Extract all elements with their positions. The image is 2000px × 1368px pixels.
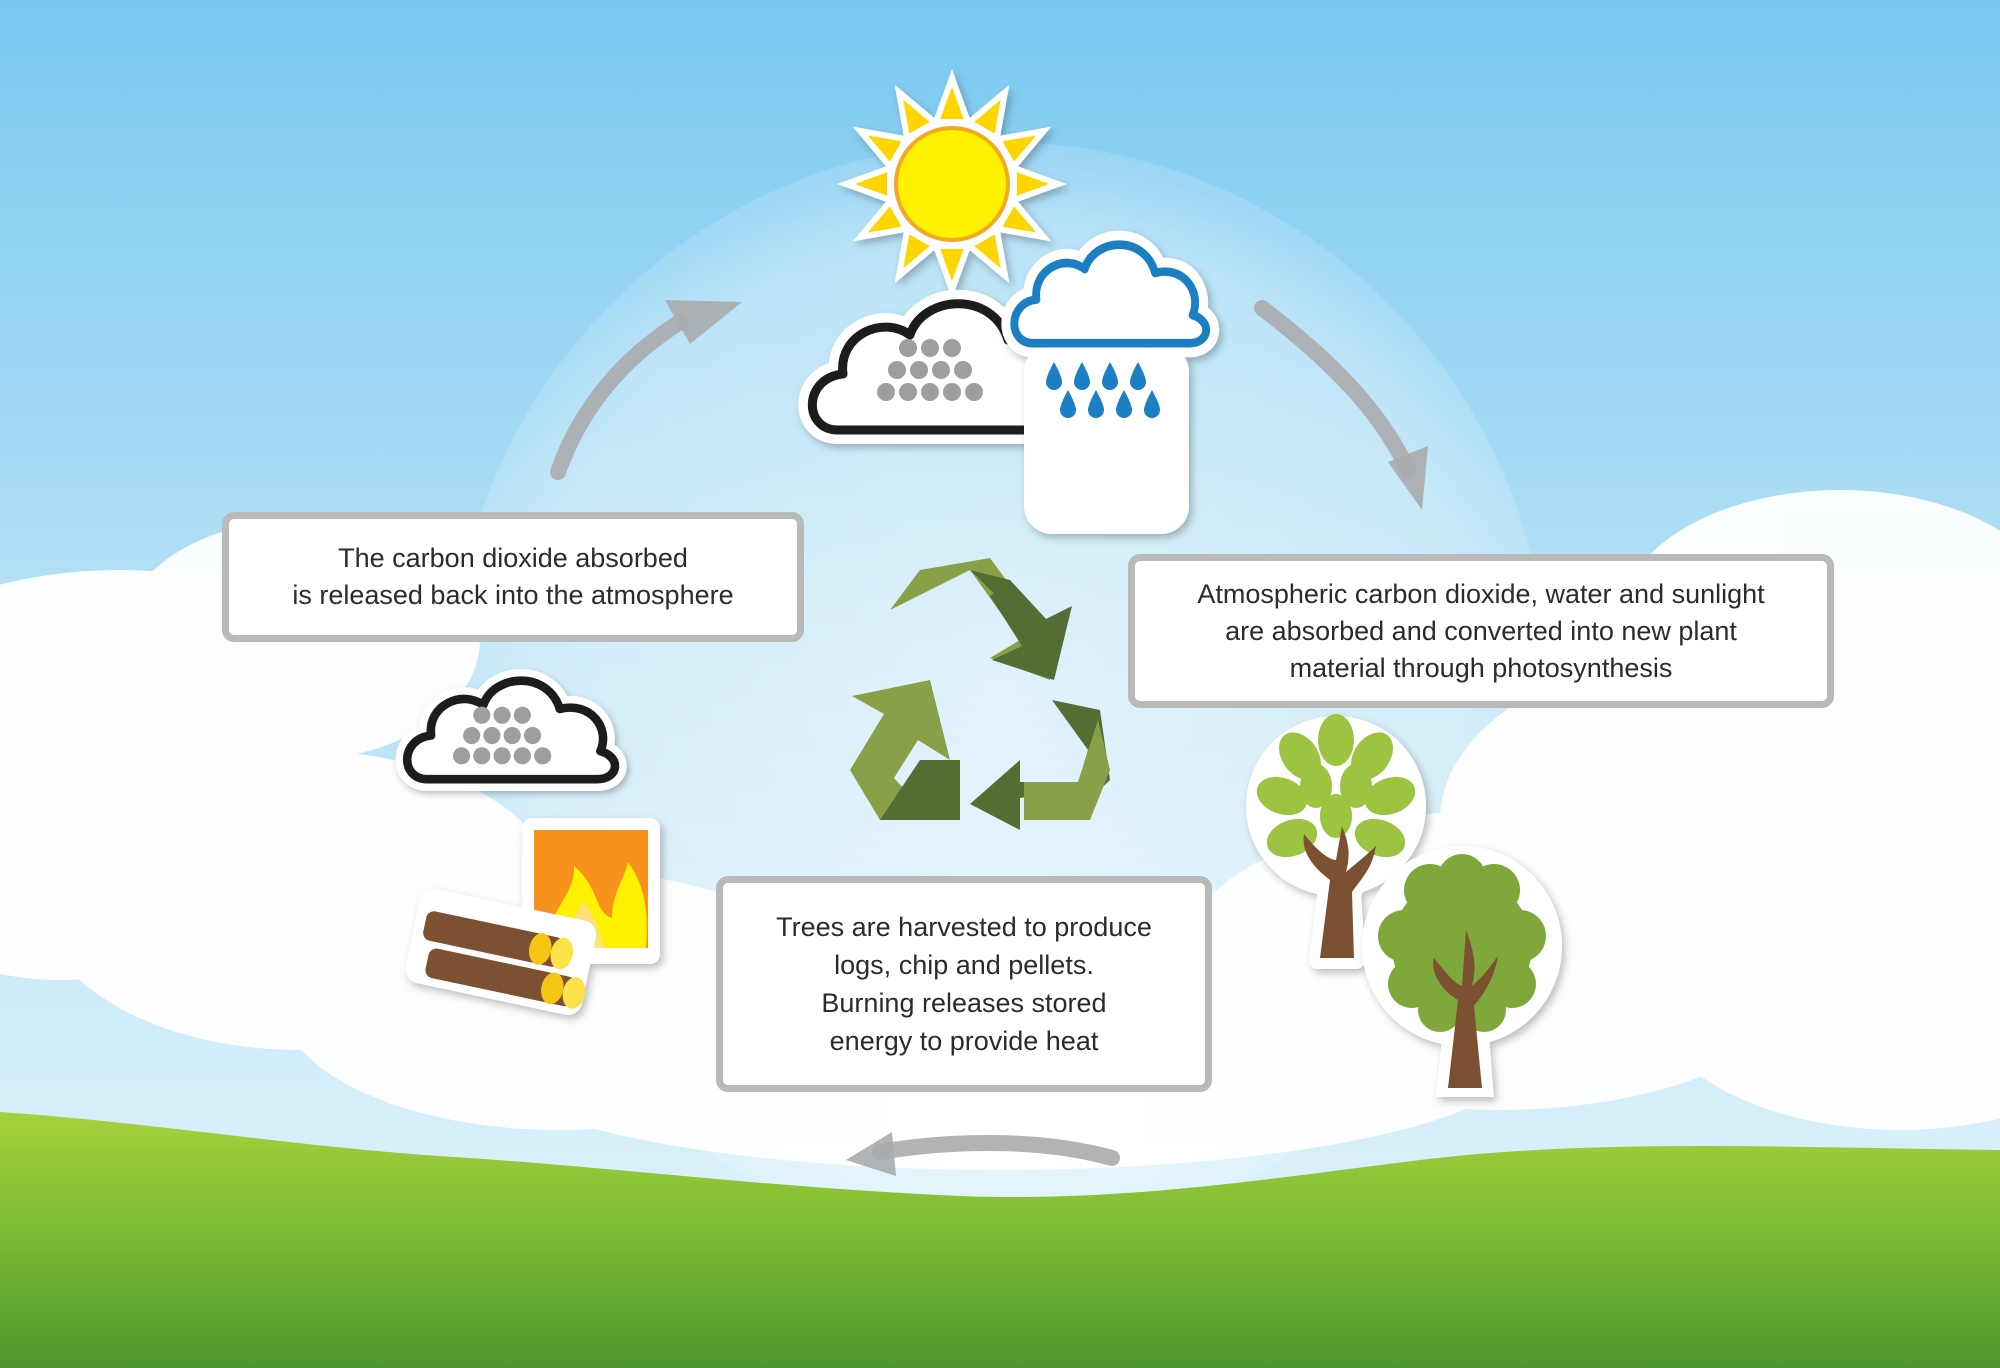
caption-line: Trees are harvested to produce xyxy=(776,912,1152,942)
cycle-arrow-icon xyxy=(872,1134,1120,1166)
caption-line: are absorbed and converted into new plan… xyxy=(1225,615,1737,646)
rain-cloud-icon xyxy=(1014,245,1206,534)
co2-cloud-icon xyxy=(812,304,1078,430)
caption-line: is released back into the atmosphere xyxy=(292,580,734,610)
recycle-icon xyxy=(850,558,1110,830)
cycle-arrow-icon xyxy=(665,300,742,344)
cycle-arrows xyxy=(550,300,1416,1166)
sun-icon xyxy=(837,69,1067,299)
caption-harvest-burn: Trees are harvested to produce logs, chi… xyxy=(716,876,1212,1092)
caption-release-co2: The carbon dioxide absorbed is released … xyxy=(222,512,804,642)
grass-ground xyxy=(0,1112,2000,1368)
fire-logs-icon xyxy=(405,818,660,1015)
caption-line: Burning releases stored xyxy=(821,988,1107,1018)
caption-line: Atmospheric carbon dioxide, water and su… xyxy=(1197,578,1765,609)
co2-cloud-icon xyxy=(407,681,615,779)
tree-icon xyxy=(1362,846,1562,1097)
caption-line: material through photosynthesis xyxy=(1289,652,1673,683)
caption-line: The carbon dioxide absorbed xyxy=(338,543,688,573)
cycle-arrow-icon xyxy=(846,1132,896,1176)
caption-photosynthesis: Atmospheric carbon dioxide, water and su… xyxy=(1128,554,1834,708)
cycle-arrow-icon xyxy=(1388,446,1428,510)
tree-icon xyxy=(1246,714,1426,969)
caption-line: logs, chip and pellets. xyxy=(834,950,1094,980)
cycle-arrow-icon xyxy=(1254,300,1416,478)
cycle-arrow-icon xyxy=(550,314,688,480)
caption-line: energy to provide heat xyxy=(829,1026,1099,1056)
